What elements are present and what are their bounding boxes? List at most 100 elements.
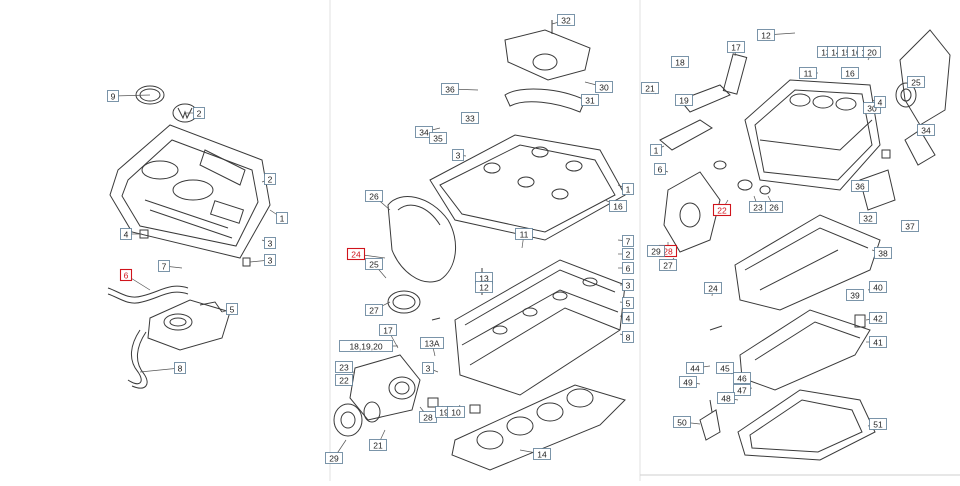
callout-2[interactable]: 2 bbox=[193, 107, 205, 119]
callout-21[interactable]: 21 bbox=[641, 82, 659, 94]
callout-10[interactable]: 10 bbox=[447, 406, 465, 418]
callout-16[interactable]: 16 bbox=[841, 67, 859, 79]
callout-6[interactable]: 6 bbox=[654, 163, 666, 175]
callout-30[interactable]: 30 bbox=[863, 102, 881, 114]
callout-29[interactable]: 29 bbox=[325, 452, 343, 464]
callout-4[interactable]: 4 bbox=[120, 228, 132, 240]
callout-6[interactable]: 6 bbox=[119, 268, 133, 282]
callout-2[interactable]: 2 bbox=[264, 173, 276, 185]
valve-cover[interactable] bbox=[429, 134, 626, 241]
callout-26[interactable]: 26 bbox=[365, 190, 383, 202]
callout-42[interactable]: 42 bbox=[869, 312, 887, 324]
callout-1[interactable]: 1 bbox=[622, 183, 634, 195]
callout-21[interactable]: 21 bbox=[369, 439, 387, 451]
engine-block[interactable] bbox=[744, 79, 881, 191]
callout-25[interactable]: 25 bbox=[365, 258, 383, 270]
callout-20[interactable]: 20 bbox=[863, 46, 881, 58]
callout-29[interactable]: 29 bbox=[647, 245, 665, 257]
callout-16[interactable]: 16 bbox=[609, 200, 627, 212]
callout-12[interactable]: 12 bbox=[475, 281, 493, 293]
callout-36[interactable]: 36 bbox=[851, 180, 869, 192]
callout-26[interactable]: 26 bbox=[765, 201, 783, 213]
callout-37[interactable]: 37 bbox=[901, 220, 919, 232]
callout-7[interactable]: 7 bbox=[622, 235, 634, 247]
callout-label: 12 bbox=[761, 30, 771, 40]
callout-22[interactable]: 22 bbox=[712, 203, 732, 217]
callout-51[interactable]: 51 bbox=[869, 418, 887, 430]
pcv-valve[interactable] bbox=[147, 299, 231, 351]
cylinder-head-panel bbox=[333, 20, 626, 471]
callout-34[interactable]: 34 bbox=[415, 126, 433, 138]
callout-8[interactable]: 8 bbox=[622, 331, 634, 343]
callout-27[interactable]: 27 bbox=[659, 259, 677, 271]
callout-18[interactable]: 18 bbox=[671, 56, 689, 68]
water-pump[interactable] bbox=[349, 354, 421, 421]
callout-39[interactable]: 39 bbox=[846, 289, 864, 301]
callout-32[interactable]: 32 bbox=[557, 14, 575, 26]
callout-46[interactable]: 46 bbox=[733, 372, 751, 384]
callout-3[interactable]: 3 bbox=[264, 237, 276, 249]
callout-27[interactable]: 27 bbox=[365, 304, 383, 316]
callout-4[interactable]: 4 bbox=[874, 96, 886, 108]
callout-13A[interactable]: 13A bbox=[420, 337, 444, 349]
callout-3[interactable]: 3 bbox=[422, 362, 434, 374]
callout-14[interactable]: 14 bbox=[533, 448, 551, 460]
callout-7[interactable]: 7 bbox=[158, 260, 170, 272]
callout-17[interactable]: 17 bbox=[379, 324, 397, 336]
callout-28[interactable]: 28 bbox=[419, 411, 437, 423]
callout-3[interactable]: 3 bbox=[622, 279, 634, 291]
callout-3[interactable]: 3 bbox=[452, 149, 464, 161]
engine-cover[interactable] bbox=[109, 124, 271, 259]
callout-41[interactable]: 41 bbox=[869, 336, 887, 348]
callout-35[interactable]: 35 bbox=[429, 132, 447, 144]
lower-oil-pan[interactable] bbox=[737, 389, 876, 461]
callout-33[interactable]: 33 bbox=[461, 112, 479, 124]
callout-2[interactable]: 2 bbox=[622, 248, 634, 260]
callout-5[interactable]: 5 bbox=[622, 297, 634, 309]
callout-24[interactable]: 24 bbox=[346, 247, 366, 261]
callout-label: 4 bbox=[878, 97, 883, 107]
callout-40[interactable]: 40 bbox=[869, 281, 887, 293]
callout-44[interactable]: 44 bbox=[686, 362, 704, 374]
callout-11[interactable]: 11 bbox=[799, 67, 817, 79]
callout-4[interactable]: 4 bbox=[622, 312, 634, 324]
callout-17[interactable]: 17 bbox=[727, 41, 745, 53]
timing-housing[interactable] bbox=[663, 171, 721, 253]
breather-hose[interactable] bbox=[107, 285, 189, 389]
callout-31[interactable]: 31 bbox=[581, 94, 599, 106]
callout-45[interactable]: 45 bbox=[716, 362, 734, 374]
callout-3[interactable]: 3 bbox=[264, 254, 276, 266]
callout-23[interactable]: 23 bbox=[749, 201, 767, 213]
callout-22[interactable]: 22 bbox=[335, 374, 353, 386]
callout-32[interactable]: 32 bbox=[859, 212, 877, 224]
callout-18-19-20[interactable]: 18,19,20 bbox=[339, 340, 393, 352]
callout-5[interactable]: 5 bbox=[226, 303, 238, 315]
callout-49[interactable]: 49 bbox=[679, 376, 697, 388]
crankshaft[interactable] bbox=[659, 53, 748, 151]
timing-cover-plate[interactable] bbox=[387, 196, 457, 283]
callout-34[interactable]: 34 bbox=[917, 124, 935, 136]
baffle-plate[interactable] bbox=[739, 309, 871, 391]
callout-1[interactable]: 1 bbox=[276, 212, 288, 224]
callout-12[interactable]: 12 bbox=[757, 29, 775, 41]
callout-25[interactable]: 25 bbox=[907, 76, 925, 88]
callout-9[interactable]: 9 bbox=[107, 90, 119, 102]
callout-30[interactable]: 30 bbox=[595, 81, 613, 93]
callout-19[interactable]: 19 bbox=[675, 94, 693, 106]
callout-6[interactable]: 6 bbox=[622, 262, 634, 274]
callout-38[interactable]: 38 bbox=[874, 247, 892, 259]
head-gasket[interactable] bbox=[451, 384, 626, 471]
callout-1[interactable]: 1 bbox=[650, 144, 662, 156]
callout-box bbox=[851, 180, 869, 192]
callout-50[interactable]: 50 bbox=[673, 416, 691, 428]
cam-adjuster[interactable] bbox=[504, 20, 591, 81]
callout-23[interactable]: 23 bbox=[335, 361, 353, 373]
callout-36[interactable]: 36 bbox=[441, 83, 459, 95]
upper-oil-pan[interactable] bbox=[734, 214, 881, 311]
callout-11[interactable]: 11 bbox=[515, 228, 533, 240]
cylinder-head[interactable] bbox=[454, 259, 626, 396]
callout-24[interactable]: 24 bbox=[704, 282, 722, 294]
callout-47[interactable]: 47 bbox=[733, 384, 751, 396]
callout-8[interactable]: 8 bbox=[174, 362, 186, 374]
callout-48[interactable]: 48 bbox=[717, 392, 735, 404]
